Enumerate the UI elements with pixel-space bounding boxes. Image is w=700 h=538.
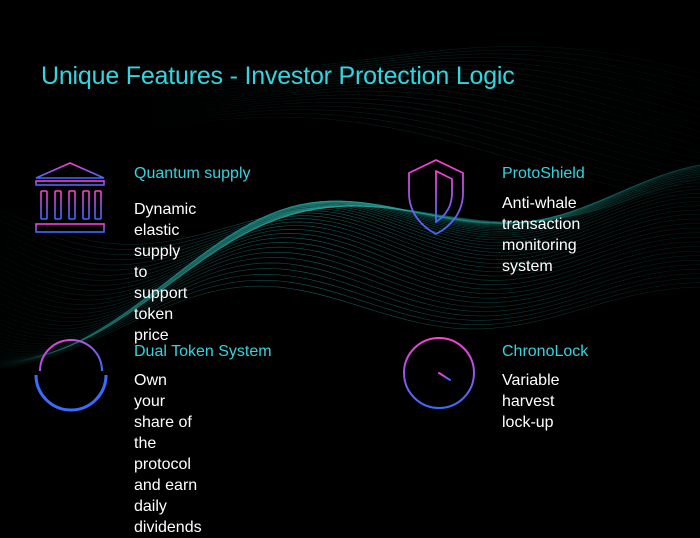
wave-line xyxy=(0,179,700,336)
wave-line xyxy=(0,251,700,365)
wave-line xyxy=(0,274,700,367)
wave-background xyxy=(0,46,700,369)
feature-title: ChronoLock xyxy=(502,343,589,360)
wave-line xyxy=(0,241,700,364)
wave-line xyxy=(149,53,700,88)
feature-description: Variable harvest lock-up xyxy=(502,372,560,431)
wave-line xyxy=(0,285,700,369)
wave-line xyxy=(149,87,700,153)
wave-line xyxy=(149,57,700,96)
wave-line xyxy=(0,262,700,366)
feature-title: Dual Token System xyxy=(134,343,272,360)
clock-icon xyxy=(403,337,475,409)
page-title: Unique Features - Investor Protection Lo… xyxy=(41,62,515,90)
wave-line xyxy=(0,246,700,364)
wave-line xyxy=(0,279,700,368)
wave-line xyxy=(149,83,700,146)
wave-line xyxy=(0,176,700,333)
wave-line xyxy=(149,113,700,195)
wave-line xyxy=(149,68,700,118)
wave-line xyxy=(149,46,700,74)
wave-line xyxy=(149,64,700,110)
wave-line xyxy=(149,49,700,81)
wave-line xyxy=(149,72,700,125)
wave-line xyxy=(149,79,700,139)
wave-line xyxy=(149,116,700,200)
feature-title: ProtoShield xyxy=(502,165,585,182)
wave-line xyxy=(0,268,700,366)
feature-description: Own your share of the protocol and earn … xyxy=(134,372,202,536)
ring-icon xyxy=(34,339,108,412)
feature-title: Quantum supply xyxy=(134,165,251,182)
feature-description: Anti-whale transaction monitoring system xyxy=(502,195,581,275)
wave-line xyxy=(149,102,700,179)
bank-icon xyxy=(35,162,105,233)
wave-line xyxy=(149,61,700,103)
wave-line xyxy=(149,94,700,166)
feature-description: Dynamic elastic supply to support token … xyxy=(134,201,197,344)
wave-line xyxy=(149,105,700,184)
wave-line xyxy=(149,98,700,173)
wave-line xyxy=(149,75,700,132)
shield-icon xyxy=(408,159,464,235)
wave-line xyxy=(149,109,700,190)
wave-line xyxy=(149,90,700,160)
wave-line xyxy=(0,257,700,365)
